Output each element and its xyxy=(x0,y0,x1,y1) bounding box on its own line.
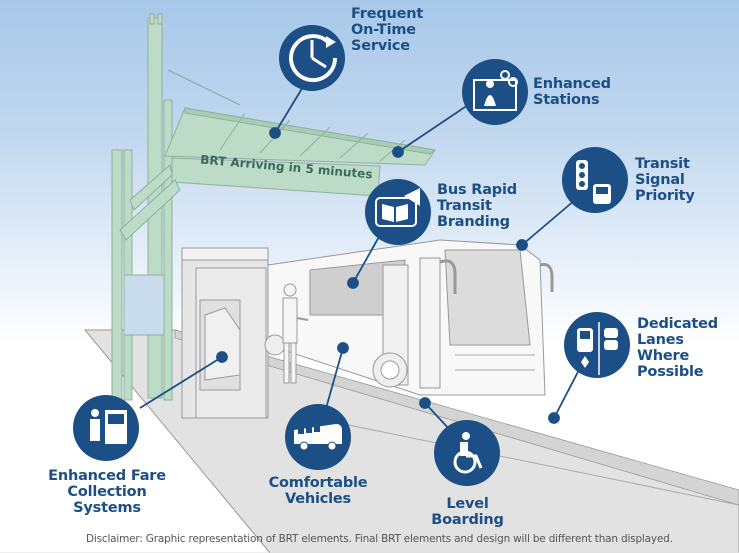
label-line: On-Time xyxy=(351,22,416,38)
fare-kiosk xyxy=(181,247,269,419)
label-line: Lanes xyxy=(637,332,684,348)
label-frequent-on-time-service: Frequent On-Time Service xyxy=(351,6,423,54)
label-line: Possible xyxy=(637,364,704,380)
dedicated-lane-icon xyxy=(564,312,630,378)
label-level-boarding: Level Boarding xyxy=(420,496,515,528)
label-line: Transit xyxy=(635,156,690,172)
label-line: Frequent xyxy=(351,6,424,22)
label-line: Dedicated xyxy=(637,316,718,332)
leader-lines xyxy=(139,71,581,431)
label-line: Boarding xyxy=(431,512,504,528)
label-line: Transit xyxy=(437,198,492,214)
label-line: Enhanced Fare xyxy=(48,468,166,484)
curb xyxy=(174,329,739,506)
label-line: Where xyxy=(637,348,690,364)
bus xyxy=(264,239,554,396)
clock-icon xyxy=(279,25,345,91)
label-comfortable-vehicles: Comfortable Vehicles xyxy=(258,475,378,507)
traffic-signal-bus-icon xyxy=(562,147,628,213)
label-line: Bus Rapid xyxy=(437,182,517,198)
fare-machine-icon xyxy=(73,395,139,461)
label-enhanced-fare-collection: Enhanced Fare Collection Systems xyxy=(40,468,174,516)
label-line: Branding xyxy=(437,214,510,230)
bus-icon xyxy=(285,404,351,470)
label-enhanced-stations: Enhanced Stations xyxy=(533,76,611,108)
label-line: Signal xyxy=(635,172,685,188)
label-dedicated-lanes: Dedicated Lanes Where Possible xyxy=(637,316,718,380)
megaphone-map-icon xyxy=(365,179,431,245)
label-line: Collection xyxy=(67,484,147,500)
passenger xyxy=(282,283,309,384)
label-line: Level xyxy=(446,496,489,512)
label-line: Priority xyxy=(635,188,695,204)
station-attendant-icon xyxy=(462,59,528,125)
label-line: Stations xyxy=(533,92,600,108)
label-line: Vehicles xyxy=(285,491,351,507)
label-line: Systems xyxy=(73,500,141,516)
label-line: Service xyxy=(351,38,410,54)
wheelchair-icon xyxy=(434,420,500,486)
label-bus-rapid-transit-branding: Bus Rapid Transit Branding xyxy=(437,182,517,230)
label-line: Comfortable xyxy=(268,475,368,491)
label-line: Enhanced xyxy=(533,76,611,92)
disclaimer: Disclaimer: Graphic representation of BR… xyxy=(86,533,673,545)
label-transit-signal-priority: Transit Signal Priority xyxy=(635,156,695,204)
